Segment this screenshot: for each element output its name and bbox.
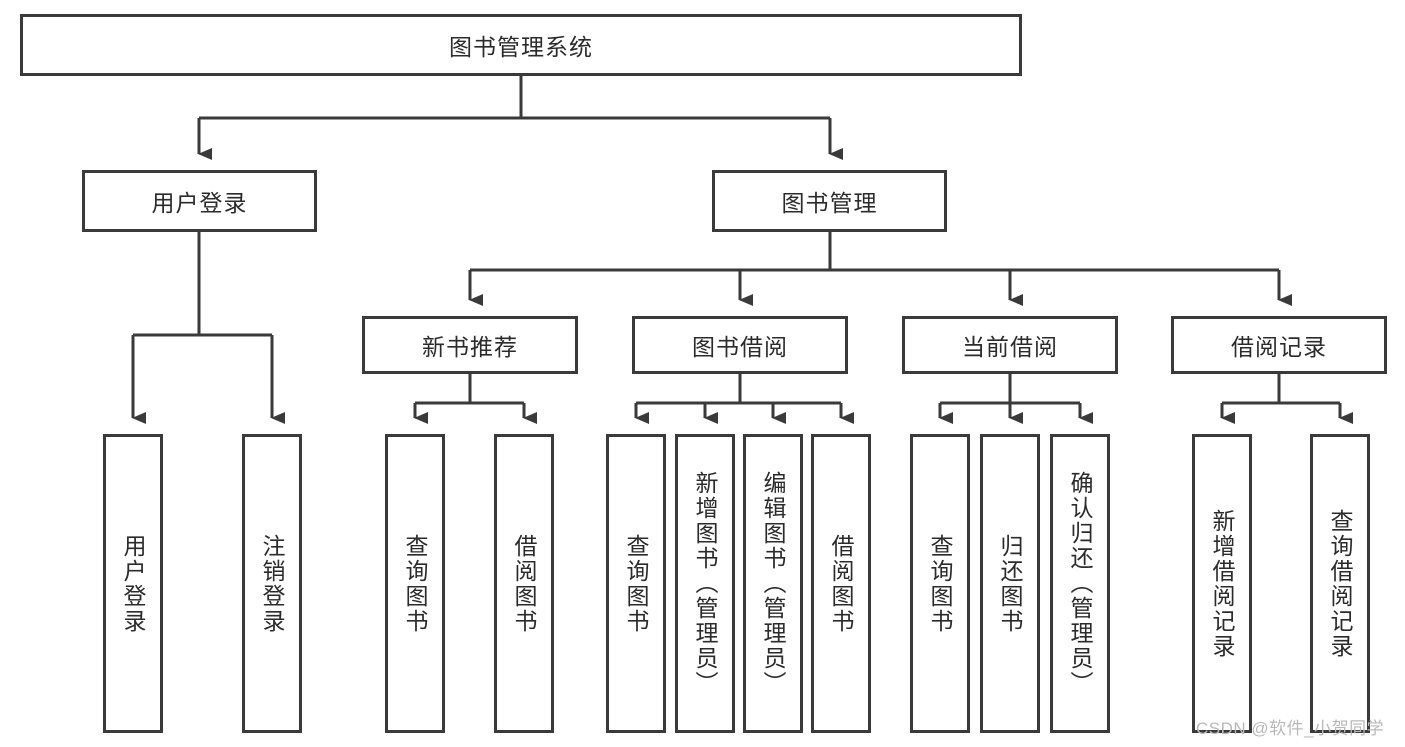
node-label: 查询借阅记录 (1327, 508, 1354, 659)
leaf-user-login[interactable]: 用户登录 (103, 434, 163, 733)
leaf-return-book[interactable]: 归还图书 (980, 434, 1040, 733)
node-user-login[interactable]: 用户登录 (82, 170, 317, 232)
node-book-borrow[interactable]: 图书借阅 (632, 316, 848, 374)
node-label: 借阅图书 (511, 533, 538, 634)
node-label: 当前借阅 (962, 334, 1058, 360)
node-current-borrow[interactable]: 当前借阅 (902, 316, 1118, 374)
node-label: 图书管理 (781, 190, 878, 216)
leaf-query-book-current[interactable]: 查询图书 (910, 434, 970, 733)
node-label: 归还图书 (997, 533, 1024, 634)
node-book-management[interactable]: 图书管理 (712, 170, 947, 232)
leaf-query-book-borrow[interactable]: 查询图书 (606, 434, 666, 733)
node-new-book-recommend[interactable]: 新书推荐 (362, 316, 578, 374)
node-label: 借阅图书 (828, 533, 855, 634)
leaf-borrow-book[interactable]: 借阅图书 (811, 434, 871, 733)
node-label: 图书借阅 (692, 334, 788, 360)
node-label: 新书推荐 (422, 334, 518, 360)
node-label: 查询图书 (402, 533, 429, 634)
leaf-confirm-return-admin[interactable]: 确认归还（管理员） (1050, 434, 1110, 733)
node-label: 注销登录 (259, 533, 286, 634)
leaf-edit-book-admin[interactable]: 编辑图书（管理员） (743, 434, 803, 733)
node-label: 用户登录 (151, 190, 248, 216)
node-root-system[interactable]: 图书管理系统 (20, 14, 1022, 76)
node-borrow-record[interactable]: 借阅记录 (1171, 316, 1387, 374)
node-label: 新增借阅记录 (1209, 508, 1236, 659)
watermark-csdn: CSDN @软件_小贺同学 (1196, 719, 1385, 738)
leaf-query-book-recommend[interactable]: 查询图书 (385, 434, 445, 733)
leaf-add-book-admin[interactable]: 新增图书（管理员） (675, 434, 735, 733)
node-label: 借阅记录 (1231, 334, 1327, 360)
leaf-query-borrow-record[interactable]: 查询借阅记录 (1310, 434, 1370, 733)
node-label: 图书管理系统 (449, 34, 593, 60)
node-label: 新增图书（管理员） (692, 471, 719, 696)
leaf-logout-login[interactable]: 注销登录 (242, 434, 302, 733)
node-label: 查询图书 (927, 533, 954, 634)
node-label: 确认归还（管理员） (1067, 471, 1094, 696)
leaf-add-borrow-record[interactable]: 新增借阅记录 (1192, 434, 1252, 733)
node-label: 查询图书 (623, 533, 650, 634)
node-label: 用户登录 (120, 533, 147, 634)
node-label: 编辑图书（管理员） (760, 471, 787, 696)
leaf-borrow-book-recommend[interactable]: 借阅图书 (494, 434, 554, 733)
